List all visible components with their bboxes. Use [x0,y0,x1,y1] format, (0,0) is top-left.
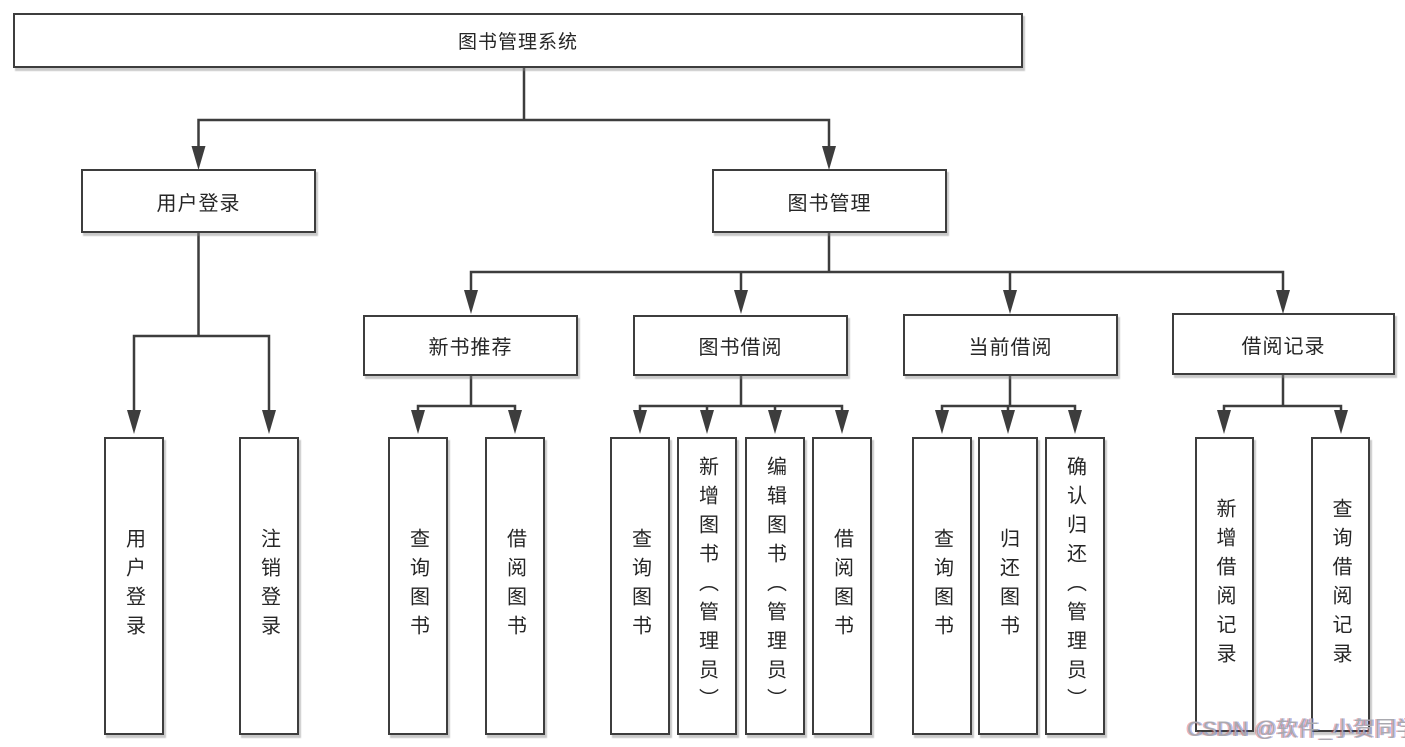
leaf-query-books-borrow: 查询图书 [610,437,670,735]
leaf-return-books: 归还图书 [978,437,1038,735]
node-book-management: 图书管理 [712,169,947,233]
leaf-add-books-admin: 新增图书（管理员） [677,437,737,735]
node-current-borrow: 当前借阅 [903,314,1118,376]
leaf-query-books-current: 查询图书 [912,437,972,735]
leaf-edit-books-admin: 编辑图书（管理员） [745,437,805,735]
leaf-confirm-return-admin: 确认归还（管理员） [1045,437,1105,735]
connector-current-borrow-children [935,374,1082,434]
connector-borrow-records-children [1217,373,1348,434]
connector-book-management-children [464,231,1290,314]
leaf-query-borrow-record: 查询借阅记录 [1311,437,1370,732]
leaf-query-books-recommend: 查询图书 [388,437,448,735]
connector-user-login-children [127,231,276,434]
connector-root-to-level2 [191,66,836,170]
node-borrow-records: 借阅记录 [1172,313,1395,375]
leaf-borrow-books: 借阅图书 [812,437,872,735]
node-library-management-system: 图书管理系统 [13,13,1023,68]
node-user-login: 用户登录 [81,169,316,233]
connector-book-borrow-children [633,374,849,434]
leaf-logout: 注销登录 [239,437,299,735]
leaf-user-login: 用户登录 [104,437,164,735]
csdn-watermark: CSDN @软件_小贺同学 [1187,718,1405,741]
node-book-borrow: 图书借阅 [633,315,848,376]
node-new-book-recommend: 新书推荐 [363,315,578,376]
leaf-borrow-books-recommend: 借阅图书 [485,437,545,735]
leaf-add-borrow-record: 新增借阅记录 [1195,437,1254,732]
connector-new-book-recommend-children [411,374,522,434]
